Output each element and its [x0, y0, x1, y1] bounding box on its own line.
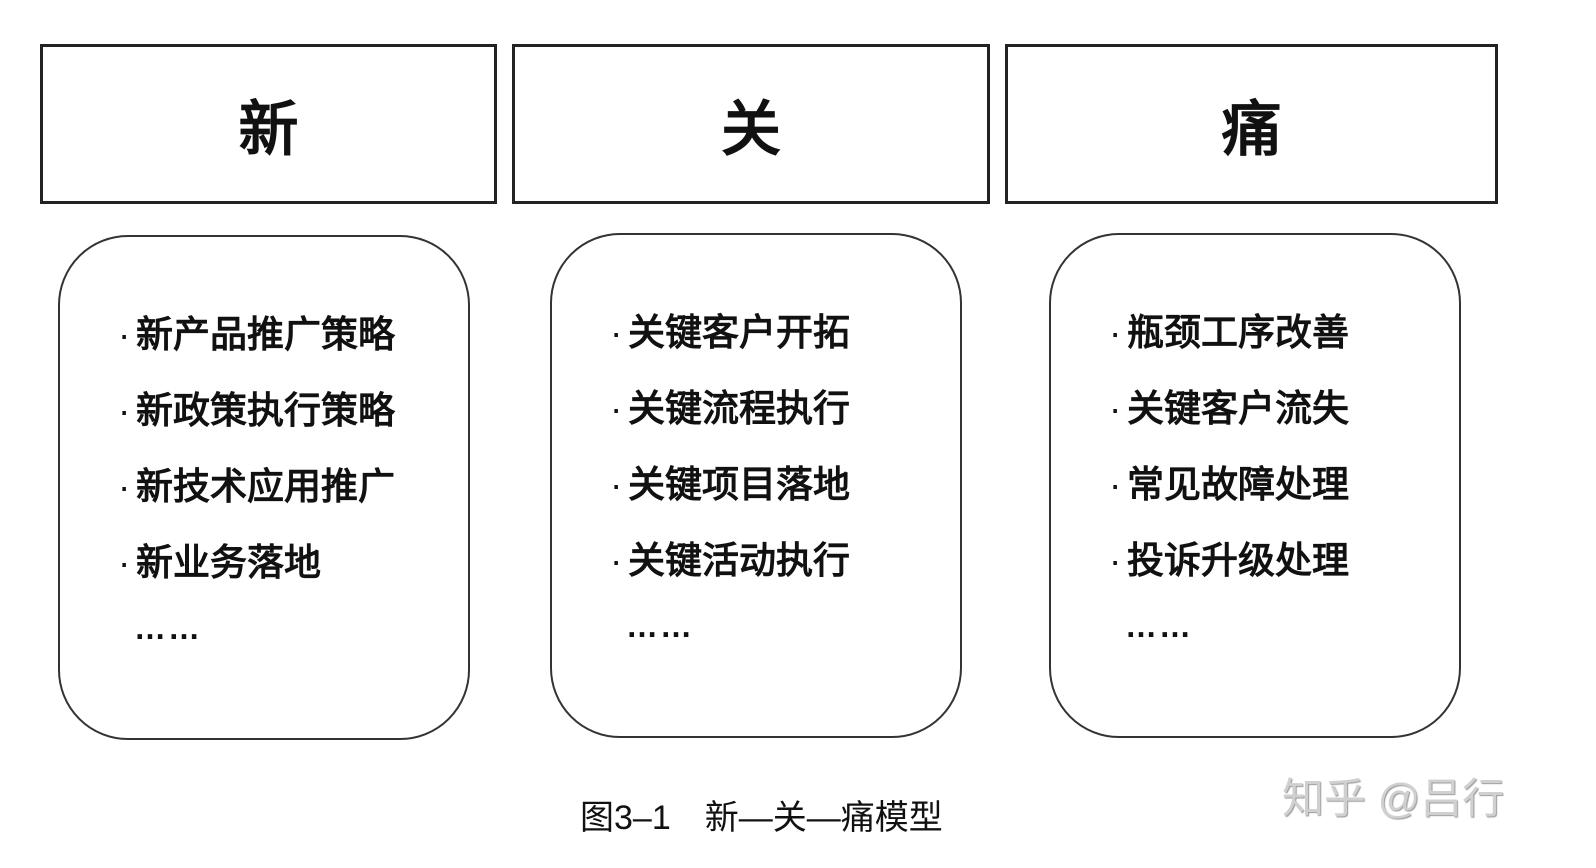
list-item: ·新业务落地: [118, 537, 395, 613]
list-item: ·投诉升级处理: [1109, 535, 1349, 611]
item-text: 关键活动执行: [628, 540, 850, 581]
list-item: ·新技术应用推广: [118, 461, 395, 537]
card-key: ·关键客户开拓 ·关键流程执行 ·关键项目落地 ·关键活动执行 ……: [550, 233, 962, 738]
bullet: ·: [118, 542, 131, 583]
item-text: 新技术应用推广: [136, 466, 395, 507]
item-text: 关键客户流失: [1127, 388, 1349, 429]
list-item: ·关键活动执行: [610, 535, 850, 611]
list-item: ·关键客户开拓: [610, 307, 850, 383]
list-item: ·瓶颈工序改善: [1109, 307, 1349, 383]
card-pain: ·瓶颈工序改善 ·关键客户流失 ·常见故障处理 ·投诉升级处理 ……: [1049, 233, 1461, 738]
header-label: 新: [238, 95, 299, 163]
bullet: ·: [610, 464, 623, 505]
bullet: ·: [1109, 312, 1122, 353]
item-text: 新产品推广策略: [136, 314, 395, 355]
item-text: 常见故障处理: [1127, 464, 1349, 505]
list-item: ·关键客户流失: [1109, 383, 1349, 459]
bullet: ·: [118, 314, 131, 355]
list-item: ·关键项目落地: [610, 459, 850, 535]
list-item: ·新产品推广策略: [118, 309, 395, 385]
item-text: 新业务落地: [136, 542, 321, 583]
watermark: 知乎 @吕行: [1282, 775, 1505, 822]
ellipsis: ……: [134, 610, 202, 646]
header-label: 关: [721, 95, 781, 163]
bullet: ·: [610, 388, 623, 429]
bullet: ·: [610, 312, 623, 353]
item-text: 关键流程执行: [628, 388, 850, 429]
bullet: ·: [1109, 540, 1122, 581]
header-label: 痛: [1221, 95, 1282, 163]
item-text: 关键项目落地: [628, 464, 850, 505]
card-new: ·新产品推广策略 ·新政策执行策略 ·新技术应用推广 ·新业务落地 ……: [58, 235, 470, 740]
ellipsis: ……: [1125, 608, 1193, 644]
list-item: ·新政策执行策略: [118, 385, 395, 461]
list-item: ·关键流程执行: [610, 383, 850, 459]
bullet: ·: [118, 466, 131, 507]
header-key: 关: [512, 44, 990, 204]
list-item: ·常见故障处理: [1109, 459, 1349, 535]
ellipsis: ……: [626, 608, 694, 644]
bullet: ·: [1109, 388, 1122, 429]
bullet: ·: [118, 390, 131, 431]
item-text: 投诉升级处理: [1127, 540, 1349, 581]
bullet: ·: [610, 540, 623, 581]
figure-caption: 图3–1 新—关—痛模型: [580, 799, 943, 837]
header-pain: 痛: [1005, 44, 1498, 204]
item-text: 关键客户开拓: [628, 312, 850, 353]
bullet: ·: [1109, 464, 1122, 505]
item-text: 新政策执行策略: [136, 390, 395, 431]
item-text: 瓶颈工序改善: [1127, 312, 1349, 353]
header-new: 新: [40, 44, 497, 204]
